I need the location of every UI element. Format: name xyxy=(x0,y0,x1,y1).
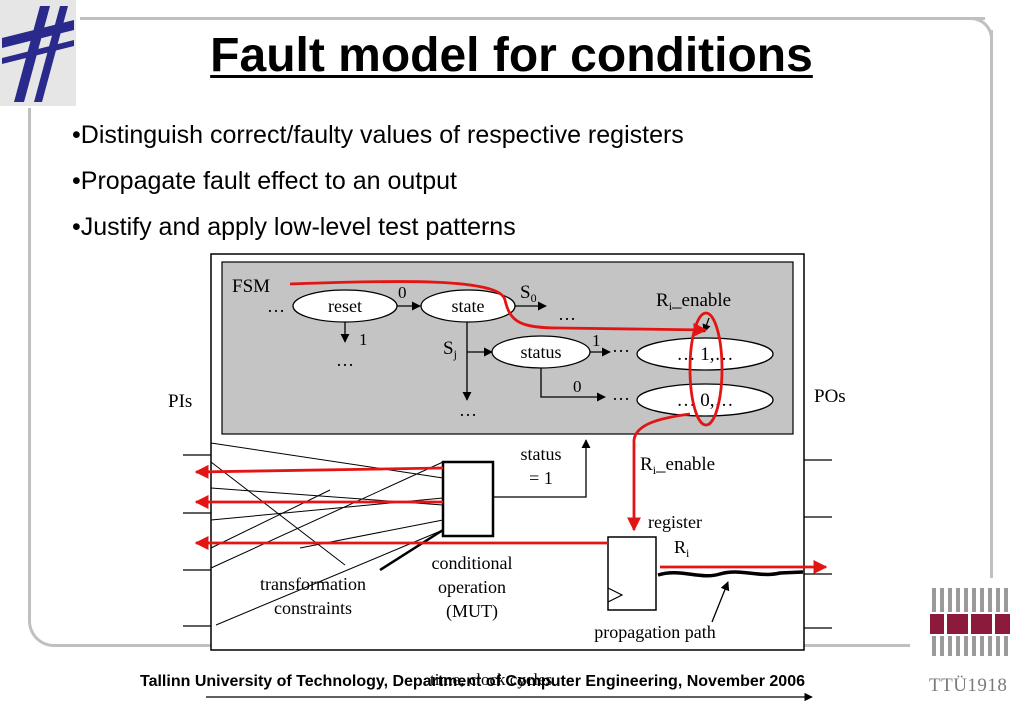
footer-text: Tallinn University of Technology, Depart… xyxy=(140,673,805,690)
justify-arrow-1 xyxy=(194,464,444,479)
ellipsis-reset-in: … xyxy=(267,296,285,316)
pos-label: POs xyxy=(814,386,846,407)
propagation-path-line xyxy=(657,570,804,578)
sj-sub: j xyxy=(453,347,457,361)
enable-value-1: … 1,… xyxy=(677,344,734,365)
fsm-label: FSM xyxy=(232,276,270,297)
ttu-logo-text: TTÜ1918 xyxy=(929,675,1008,696)
ellipsis-reset-down: … xyxy=(336,350,354,370)
propagation-path-label: propagation path xyxy=(594,622,715,642)
conditional-operation-line3: (MUT) xyxy=(446,601,498,622)
ellipsis-status-lower: … xyxy=(612,384,630,404)
s0-main: S xyxy=(520,282,531,303)
status-label: status xyxy=(520,342,561,362)
node-enable-0 xyxy=(636,383,774,417)
register-clock-symbol xyxy=(607,587,624,603)
s0-label: S0 xyxy=(520,282,537,305)
sj-main: S xyxy=(443,338,454,359)
slide-frame-right xyxy=(990,30,993,578)
edge-label-1-status: 1 xyxy=(592,331,601,350)
node-state xyxy=(420,289,516,323)
enable-highlight-ellipse xyxy=(688,311,724,427)
fault-path-fsm xyxy=(289,280,708,337)
node-enable-1 xyxy=(636,337,774,371)
conditional-operation-line2: operation xyxy=(438,577,506,597)
slide-frame-left xyxy=(28,108,31,618)
slide-title-text: Fault model for conditions xyxy=(210,29,813,82)
ttu-logo-icon xyxy=(930,588,1010,656)
ri-enable-top-label: Ri_enable xyxy=(656,290,731,313)
slide-frame-bottom-corner xyxy=(28,600,71,647)
register-label: register xyxy=(648,512,702,532)
university-logo-icon xyxy=(2,6,74,102)
slide-title: Fault model for conditions xyxy=(0,28,1023,83)
transformation-constraints-line2: constraints xyxy=(274,598,352,618)
edge-label-0-top: 0 xyxy=(398,283,407,302)
status-to-fsm-arrow xyxy=(493,439,591,498)
reset-label: reset xyxy=(328,296,362,316)
pi-ticks xyxy=(183,454,211,627)
bullet-item: Distinguish correct/faulty values of res… xyxy=(72,116,684,162)
conditional-operation-block xyxy=(441,460,495,538)
ellipsis-state-down: … xyxy=(459,400,477,420)
po-ticks xyxy=(804,459,832,629)
edge-label-0-status: 0 xyxy=(573,377,582,396)
ellipsis-s0: … xyxy=(558,304,576,324)
ri-enable-mid-label: Ri_enable xyxy=(640,454,715,477)
bullet-item: Justify and apply low-level test pattern… xyxy=(72,208,684,254)
enable-value-0: … 0,… xyxy=(677,390,734,411)
university-logo xyxy=(0,0,76,106)
bullet-list: Distinguish correct/faulty values of res… xyxy=(72,116,684,254)
s0-sub: 0 xyxy=(531,291,537,305)
edge-status-lower xyxy=(540,368,606,402)
status-condition-line1: status xyxy=(520,444,561,464)
conditional-operation-line1: conditional xyxy=(432,553,513,573)
bullet-item: Propagate fault effect to an output xyxy=(72,162,684,208)
ellipsis-status-upper: … xyxy=(612,336,630,356)
edge-label-1-reset: 1 xyxy=(359,330,368,349)
status-condition-line2: = 1 xyxy=(529,468,553,488)
register-name: Ri xyxy=(674,537,690,560)
time-axis-label: time, clock cycles xyxy=(430,670,552,689)
propagation-path-pointer xyxy=(711,581,730,623)
mut-pointer xyxy=(379,528,444,572)
node-reset xyxy=(292,289,398,323)
pis-label: PIs xyxy=(168,391,192,412)
transformation-constraints-line1: transformation xyxy=(260,574,366,594)
sj-label: Sj xyxy=(443,338,457,361)
fault-path-enable xyxy=(627,412,691,532)
state-label: state xyxy=(452,296,485,316)
node-status xyxy=(491,335,591,369)
slide-frame-top xyxy=(80,17,985,20)
